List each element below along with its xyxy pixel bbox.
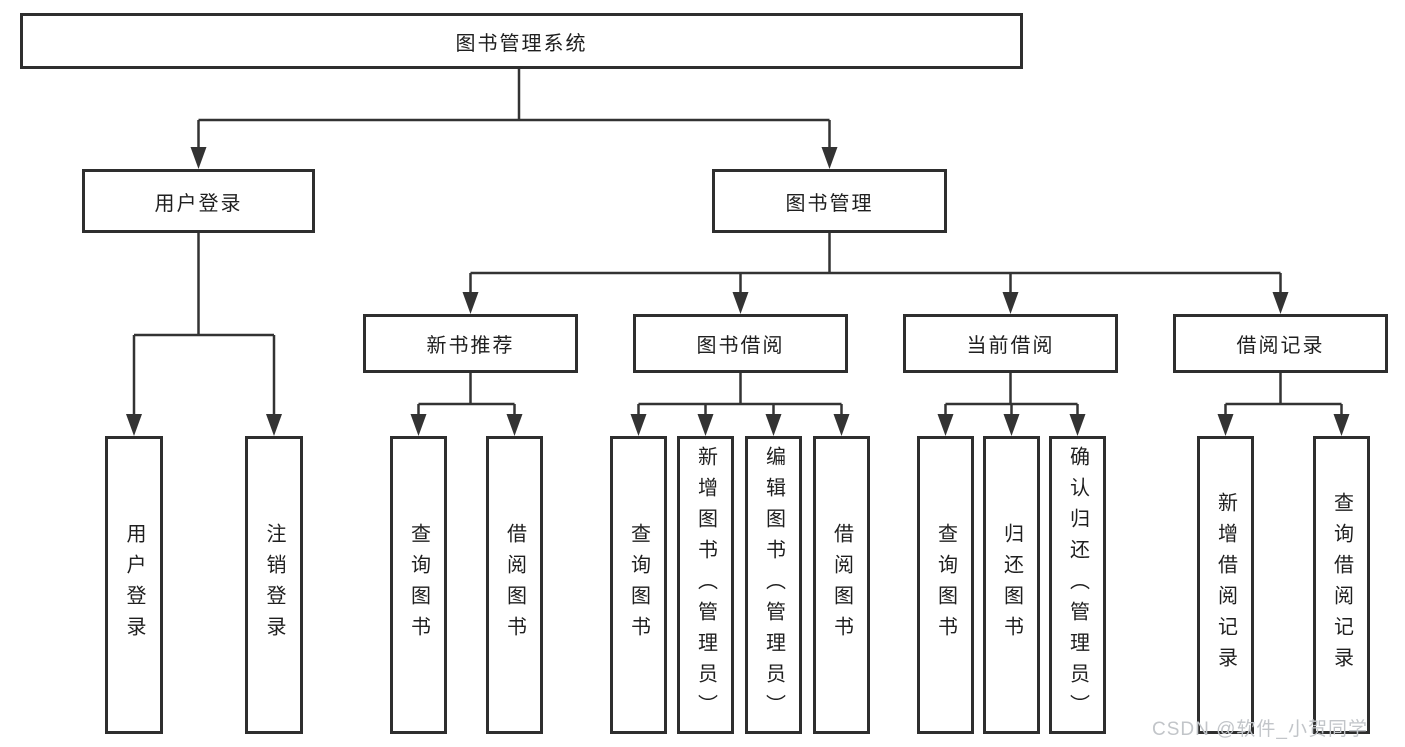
leaf-label: 确认归还（管理员） [1066,445,1089,725]
leaf-label: 查询借阅记录 [1330,492,1353,678]
leaf-label: 归还图书 [1000,523,1023,647]
node-label: 用户登录 [154,192,243,215]
leaf-edit-books-admin: 编辑图书（管理员） [745,436,802,734]
leaf-label: 借阅图书 [503,523,526,647]
node-user-login: 用户登录 [82,169,315,233]
leaf-label: 查询图书 [627,523,650,647]
leaf-label: 查询图书 [934,523,957,647]
node-new-book-recommendation: 新书推荐 [363,314,578,373]
leaf-borrow-books-newbook: 借阅图书 [486,436,543,734]
leaf-label: 新增借阅记录 [1214,492,1237,678]
leaf-query-books-newbook: 查询图书 [390,436,447,734]
node-book-management: 图书管理 [712,169,947,233]
watermark: CSDN @软件_小贺同学 [1152,719,1368,740]
leaf-confirm-return-admin: 确认归还（管理员） [1049,436,1106,734]
leaf-add-borrow-record: 新增借阅记录 [1197,436,1254,734]
node-label: 图书管理系统 [455,32,588,55]
leaf-label: 用户登录 [123,523,145,647]
node-current-borrowing: 当前借阅 [903,314,1118,373]
node-label: 图书借阅 [696,335,785,357]
leaf-logout-login: 注销登录 [245,436,303,734]
node-book-borrowing: 图书借阅 [633,314,848,373]
leaf-borrow-books-borrowing: 借阅图书 [813,436,870,734]
leaf-query-books-current: 查询图书 [917,436,974,734]
leaf-query-books-borrowing: 查询图书 [610,436,667,734]
leaf-label: 查询图书 [407,523,430,647]
leaf-label: 编辑图书（管理员） [762,445,785,725]
node-label: 当前借阅 [966,335,1055,357]
leaf-label: 借阅图书 [830,523,853,647]
node-label: 新书推荐 [426,335,515,357]
node-label: 借阅记录 [1236,335,1325,357]
leaf-add-books-admin: 新增图书（管理员） [677,436,734,734]
node-library-management-system: 图书管理系统 [20,13,1023,69]
node-borrowing-records: 借阅记录 [1173,314,1388,373]
leaf-user-login: 用户登录 [105,436,163,734]
leaf-query-borrow-record: 查询借阅记录 [1313,436,1370,734]
leaf-label: 新增图书（管理员） [694,445,717,725]
node-label: 图书管理 [785,192,874,215]
leaf-label: 注销登录 [263,523,285,647]
leaf-return-books: 归还图书 [983,436,1040,734]
